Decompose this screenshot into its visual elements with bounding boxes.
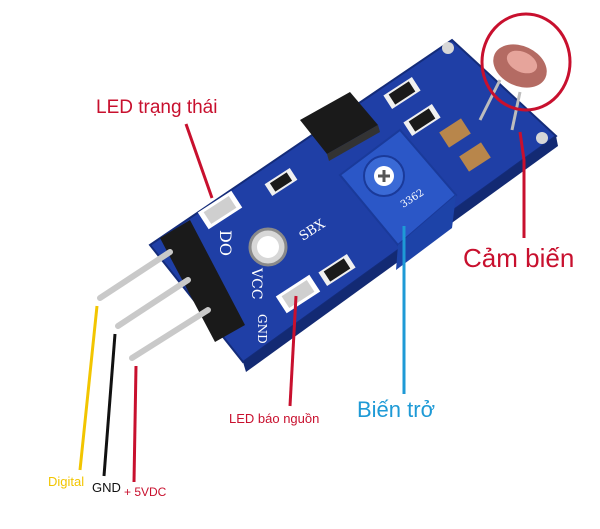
header-pins	[97, 220, 245, 361]
smd-component	[264, 77, 491, 286]
ic-chip	[300, 92, 380, 161]
callout-line-led-status	[184, 123, 214, 199]
mounting-hole-corner	[442, 42, 548, 144]
vdc-pin-label: + 5VDC	[124, 485, 167, 499]
wire-digital	[78, 305, 99, 471]
silk-do-text: DO	[216, 230, 235, 256]
mounting-hole	[248, 227, 288, 267]
photoresistor	[478, 44, 547, 131]
sensor-label: Cảm biến	[463, 243, 575, 273]
wire-gnd	[102, 333, 117, 477]
digital-pin-label: Digital	[48, 474, 85, 489]
sensor-highlight-circle	[480, 12, 572, 112]
gnd-pin-label: GND	[92, 480, 121, 495]
led-status-label: LED trạng thái	[96, 97, 218, 118]
status-led	[197, 190, 243, 230]
led-power-label: LED báo nguồn	[229, 411, 320, 426]
potentiometer-label: Biến trở	[357, 397, 436, 422]
silk-gnd-text: GND	[255, 314, 269, 344]
callout-line-led-power	[288, 295, 298, 407]
silk-vcc-text: VCC	[248, 267, 264, 300]
potentiometer	[338, 128, 458, 270]
power-led	[275, 274, 321, 314]
wire-vdc	[132, 365, 138, 483]
callout-line-sensor	[518, 131, 526, 238]
